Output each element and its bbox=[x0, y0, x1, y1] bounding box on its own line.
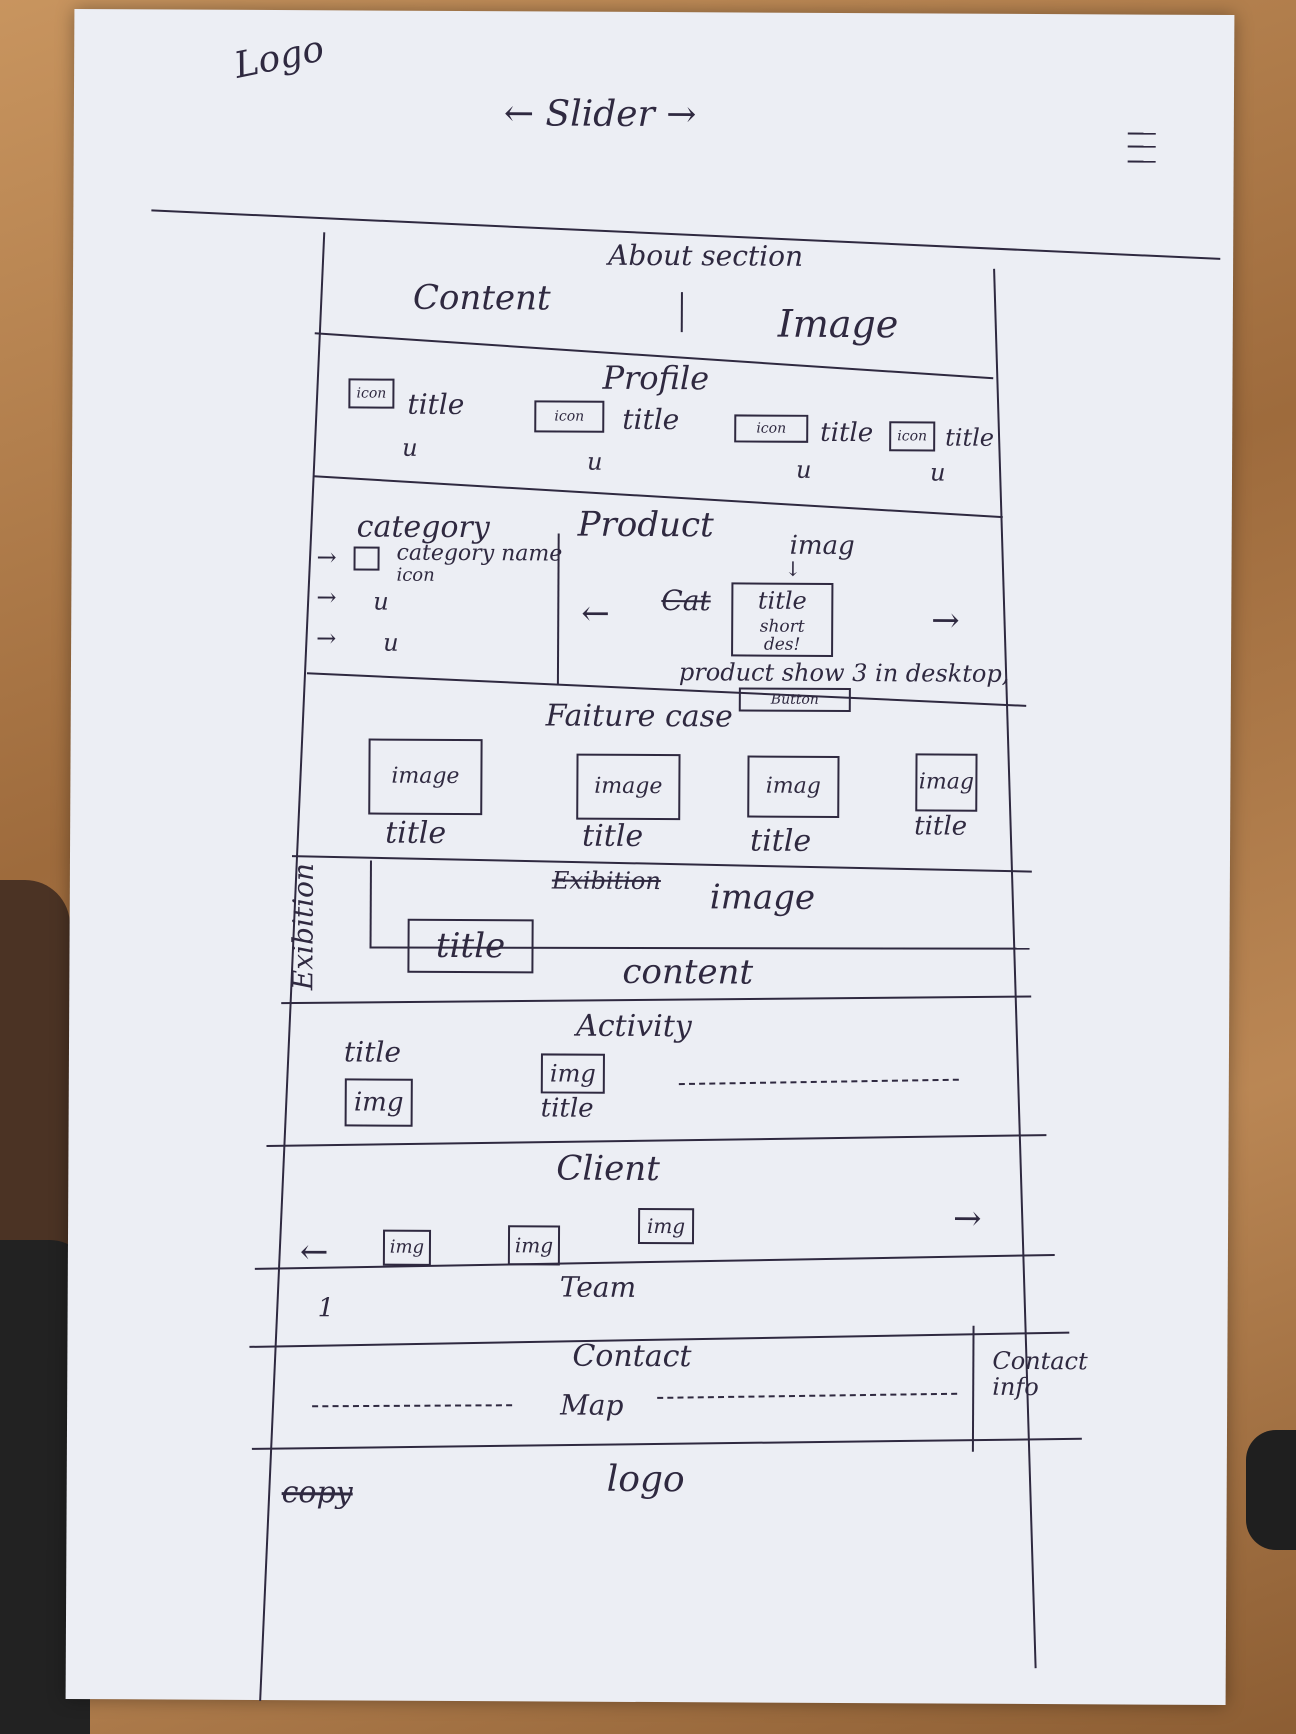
feature-title-2: title bbox=[582, 818, 644, 854]
category-name: category name bbox=[396, 540, 563, 567]
contact-map-line-left bbox=[312, 1404, 513, 1408]
feature-image-3: imag bbox=[747, 755, 840, 818]
about-content: Content bbox=[412, 277, 551, 319]
footer-copy: copy bbox=[281, 1475, 353, 1511]
product-card-title: title bbox=[757, 586, 807, 615]
product-card: title short des! bbox=[731, 582, 834, 657]
activity-item-2-image: img bbox=[540, 1053, 605, 1094]
about-separator bbox=[680, 292, 683, 333]
profile-title-3: title bbox=[820, 417, 874, 449]
profile-repeat-3: u bbox=[795, 455, 812, 484]
feature-divider bbox=[291, 855, 1032, 873]
feature-title-1: title bbox=[385, 815, 447, 851]
client-prev-arrow[interactable]: ← bbox=[299, 1232, 329, 1273]
category-repeat-2: u bbox=[383, 628, 399, 657]
client-image-2: img bbox=[507, 1225, 561, 1266]
category-arrow-3: → bbox=[316, 624, 337, 653]
contact-title: Contact bbox=[572, 1338, 692, 1375]
profile-repeat-2: u bbox=[586, 447, 603, 476]
profile-title-1: title bbox=[407, 387, 465, 422]
feature-image-2: image bbox=[576, 753, 681, 821]
contact-map-line-right bbox=[657, 1392, 958, 1399]
product-next-arrow[interactable]: → bbox=[931, 600, 960, 641]
activity-item-1-title: title bbox=[343, 1035, 402, 1069]
team-title: Team bbox=[559, 1270, 637, 1304]
feature-title-3: title bbox=[749, 823, 812, 859]
activity-continuation bbox=[678, 1078, 959, 1086]
header-slider: ← Slider → bbox=[503, 93, 697, 136]
product-image-arrow: ↓ bbox=[784, 556, 802, 581]
profile-title: Profile bbox=[602, 358, 710, 398]
right-border bbox=[993, 268, 1037, 1669]
product-cat-label: Cat bbox=[661, 584, 711, 618]
about-image: Image bbox=[777, 301, 899, 347]
team-mark: 1 bbox=[317, 1293, 335, 1324]
client-next-arrow[interactable]: → bbox=[953, 1198, 982, 1239]
contact-info: Contact info bbox=[992, 1346, 1088, 1402]
profile-icon-3: icon bbox=[734, 414, 809, 443]
category-title: category bbox=[356, 509, 490, 546]
profile-icon-2: icon bbox=[534, 400, 605, 433]
exhibition-content: content bbox=[622, 951, 754, 993]
footer-logo: logo bbox=[606, 1458, 685, 1501]
profile-icon-1: icon bbox=[348, 378, 395, 409]
profile-repeat-4: u bbox=[929, 458, 946, 487]
profile-repeat-1: u bbox=[402, 433, 418, 462]
product-prev-arrow[interactable]: ← bbox=[581, 593, 610, 634]
exhibition-image: image bbox=[709, 877, 816, 918]
client-image-1: img bbox=[382, 1229, 432, 1266]
category-repeat-1: u bbox=[373, 587, 389, 616]
product-button[interactable]: Button bbox=[738, 687, 851, 713]
contact-info-divider bbox=[971, 1325, 975, 1452]
exhibition-side-label: Exibition bbox=[286, 862, 320, 991]
product-card-desc: short des! bbox=[759, 616, 805, 655]
feature-title: Faiture case bbox=[545, 698, 733, 735]
product-note: product show 3 in desktop, bbox=[678, 658, 1010, 688]
contact-map: Map bbox=[560, 1388, 624, 1422]
category-arrow-2: → bbox=[316, 583, 337, 612]
feature-image-4: imag bbox=[915, 753, 978, 812]
activity-item-2-title: title bbox=[540, 1093, 594, 1124]
category-arrow-1: → bbox=[316, 543, 337, 572]
contact-divider bbox=[251, 1437, 1082, 1450]
menu-icon[interactable] bbox=[1127, 132, 1156, 163]
client-title: Client bbox=[556, 1148, 660, 1190]
object-shadow bbox=[1246, 1430, 1296, 1550]
exhibition-title-box: title bbox=[407, 918, 534, 974]
feature-title-4: title bbox=[914, 811, 968, 842]
product-image-label: imag bbox=[789, 530, 855, 562]
feature-image-1: image bbox=[368, 738, 483, 816]
category-icon-box bbox=[353, 546, 380, 571]
header-logo: Logo bbox=[230, 28, 328, 87]
sketch-paper: Logo ← Slider → About section Content Im… bbox=[65, 8, 1235, 1706]
exhibition-inner-divider bbox=[369, 860, 372, 949]
about-section-title: About section bbox=[608, 238, 804, 273]
client-divider bbox=[254, 1253, 1055, 1270]
profile-title-4: title bbox=[945, 423, 995, 452]
activity-title: Activity bbox=[576, 1008, 692, 1045]
client-image-3: img bbox=[637, 1207, 695, 1245]
profile-icon-4: icon bbox=[889, 421, 936, 452]
desk-shadow bbox=[0, 880, 70, 1300]
exhibition-struck-label: Exibition bbox=[551, 866, 661, 896]
category-icon-label: icon bbox=[396, 564, 435, 586]
activity-divider bbox=[266, 1134, 1047, 1147]
exhibition-divider bbox=[281, 995, 1032, 1005]
profile-title-2: title bbox=[622, 402, 680, 437]
activity-item-1-image: img bbox=[344, 1078, 413, 1127]
product-title: Product bbox=[577, 504, 714, 546]
